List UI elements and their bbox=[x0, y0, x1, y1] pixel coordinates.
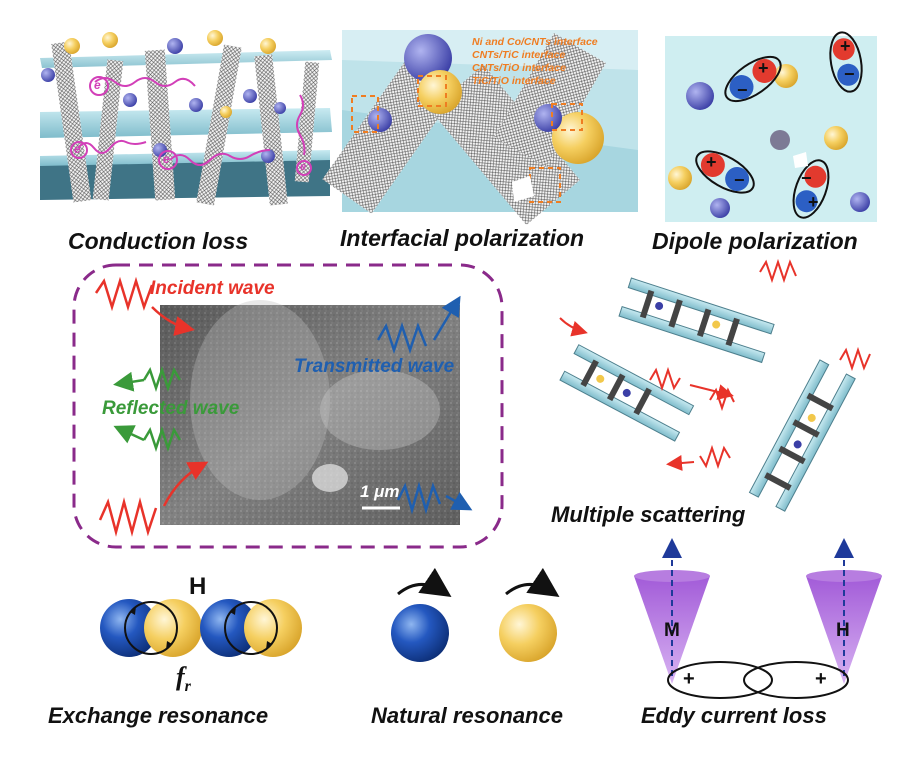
dipole-minus-sign: − bbox=[844, 64, 855, 84]
conduction-loss-illustration bbox=[40, 30, 332, 230]
interface-label-cnts-tic: CNTs/TiC interface bbox=[472, 49, 566, 61]
dipole-plus-sign: + bbox=[840, 36, 851, 56]
resonance-frequency-label: fr bbox=[176, 662, 191, 696]
eddy-plus-left: + bbox=[683, 668, 695, 690]
dipole-plus-sign: + bbox=[706, 152, 717, 172]
caption-natural-resonance: Natural resonance bbox=[371, 703, 563, 728]
multiple-scattering-illustration bbox=[559, 258, 871, 512]
caption-interfacial-polarization: Interfacial polarization bbox=[340, 225, 585, 251]
transmitted-wave-label: Transmitted wave bbox=[294, 356, 455, 377]
magnetization-m: M bbox=[664, 620, 680, 641]
wave-interaction-illustration bbox=[72, 263, 504, 549]
reflected-wave-label: Reflected wave bbox=[102, 398, 240, 419]
resonance-frequency-symbol: f bbox=[176, 662, 185, 691]
caption-eddy-current-loss: Eddy current loss bbox=[641, 703, 827, 728]
electron-label: e bbox=[94, 78, 101, 92]
interface-label-cnts-tio: CNTs/TiO interface bbox=[472, 62, 566, 74]
resonance-frequency-subscript: r bbox=[184, 678, 191, 696]
eddy-field-h: H bbox=[836, 620, 850, 641]
scale-bar-label: 1 μm bbox=[360, 482, 400, 501]
caption-dipole-polarization: Dipole polarization bbox=[652, 228, 858, 254]
electron-label: e bbox=[74, 142, 81, 156]
dipole-plus-sign: + bbox=[808, 192, 819, 212]
electron-label: e bbox=[300, 161, 307, 173]
caption-multiple-scattering: Multiple scattering bbox=[551, 502, 746, 527]
electron-label: e bbox=[163, 152, 170, 166]
natural-resonance-illustration bbox=[391, 567, 560, 662]
dipole-minus-sign: − bbox=[801, 168, 812, 188]
dipole-minus-sign: − bbox=[737, 80, 748, 100]
interfacial-polarization-illustration bbox=[322, 30, 638, 225]
exchange-field-h: H bbox=[189, 573, 207, 600]
exchange-resonance-illustration bbox=[100, 599, 302, 657]
incident-wave-label: Incident wave bbox=[150, 278, 275, 299]
dipole-minus-sign: − bbox=[734, 170, 745, 190]
interface-label-tic-tio: TiC/TiO interface bbox=[472, 75, 556, 87]
dipole-plus-sign: + bbox=[758, 58, 769, 78]
interface-label-ni-co-cnts: Ni and Co/CNTs interface bbox=[472, 36, 598, 48]
eddy-current-illustration bbox=[634, 538, 882, 699]
caption-conduction-loss: Conduction loss bbox=[68, 228, 249, 254]
dipole-polarization-illustration bbox=[665, 31, 877, 222]
caption-exchange-resonance: Exchange resonance bbox=[48, 703, 269, 728]
eddy-plus-right: + bbox=[815, 668, 827, 690]
